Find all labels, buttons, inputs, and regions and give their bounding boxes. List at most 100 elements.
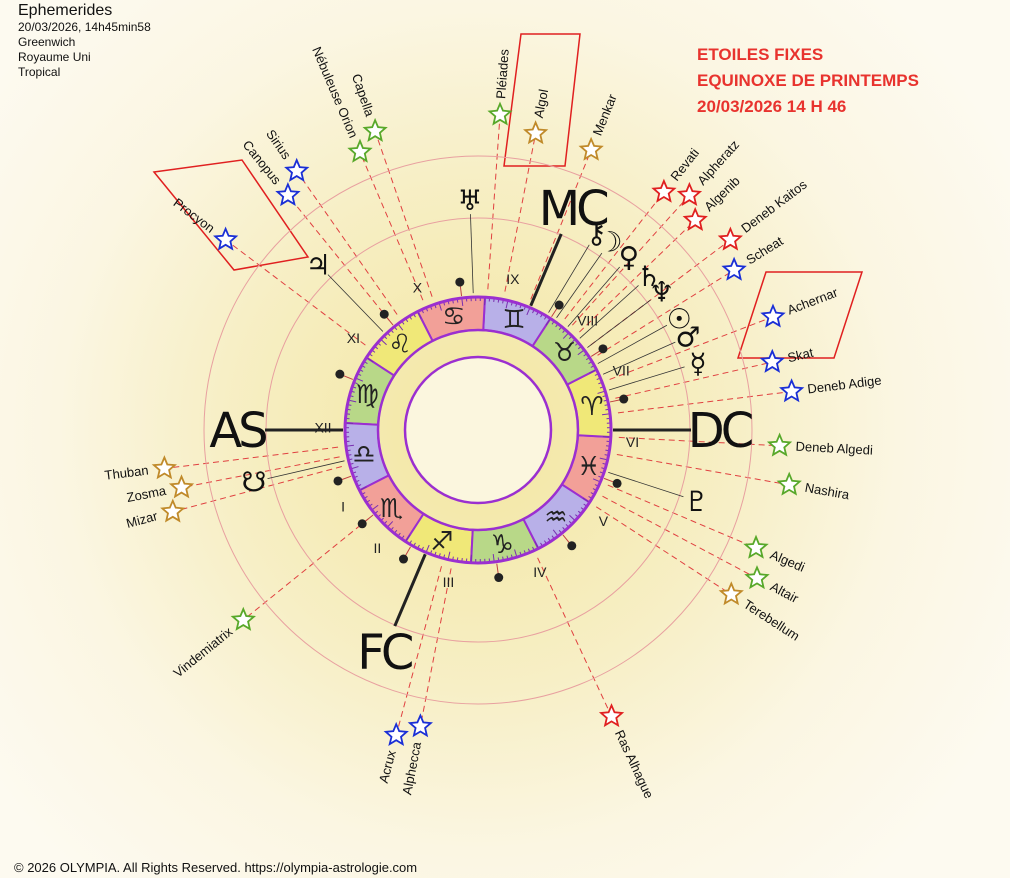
house-number-5: V xyxy=(599,513,609,529)
highlight-box-menkar xyxy=(503,33,581,167)
star-label: Menkar xyxy=(590,91,620,137)
star-line xyxy=(225,239,366,346)
planet-pointer xyxy=(602,341,676,375)
star-label: Capella xyxy=(349,72,378,119)
star-icon xyxy=(284,157,310,182)
star-icon xyxy=(362,117,388,142)
star-label: Skat xyxy=(786,345,815,366)
star-line xyxy=(602,495,758,579)
star-label: Scheat xyxy=(743,233,786,267)
star-icon xyxy=(779,378,805,403)
house-number-7: VII xyxy=(613,363,630,379)
cusp-tick xyxy=(364,514,374,522)
star-line xyxy=(487,114,501,290)
star-icon xyxy=(766,432,793,457)
star-line xyxy=(618,436,780,447)
star-icon xyxy=(759,348,785,373)
cusp-tick xyxy=(609,399,620,403)
star-label: Achernar xyxy=(785,284,840,317)
planet-pointer xyxy=(608,366,685,391)
star-line xyxy=(419,568,452,727)
star-label: Algedi xyxy=(768,547,807,575)
house-number-3: III xyxy=(443,574,455,590)
star-icon xyxy=(523,120,549,145)
star-icon xyxy=(213,226,239,251)
star-icon xyxy=(598,703,625,728)
cusp-tick xyxy=(496,563,499,574)
star-label: Deneb Adige xyxy=(807,373,883,397)
house-number-12: XII xyxy=(314,419,331,435)
wheel-outer-ring xyxy=(343,295,613,565)
star-icon xyxy=(383,721,409,746)
star-icon xyxy=(743,534,769,559)
star-line xyxy=(530,149,592,300)
star-icon xyxy=(275,181,301,207)
cusp-marker xyxy=(554,300,564,310)
cusp-tick xyxy=(603,477,614,483)
star-icon xyxy=(682,206,708,231)
star-icon xyxy=(721,256,747,281)
cusp-marker xyxy=(598,344,608,354)
banner-line-1: ETOILES FIXES xyxy=(697,45,824,64)
star-icon xyxy=(407,713,433,738)
house-number-9: IX xyxy=(506,271,520,287)
star-line xyxy=(504,133,537,292)
pisces-icon: ♓ xyxy=(577,452,600,482)
aries-icon: ♈ xyxy=(580,392,603,422)
highlight-boxes xyxy=(152,33,864,359)
jupiter-icon: ♃ xyxy=(306,249,331,282)
star-icon xyxy=(168,474,195,499)
star-icon xyxy=(718,581,744,606)
venus-icon: ♀ xyxy=(619,240,640,273)
house-number-4: IV xyxy=(533,564,547,580)
star-icon xyxy=(487,101,513,126)
chiron-icon: ⚷ xyxy=(586,217,607,250)
header-zodiac: Tropical xyxy=(18,65,61,79)
cusp-marker xyxy=(335,369,345,379)
virgo-icon: ♍ xyxy=(356,380,379,410)
star-line xyxy=(359,151,424,301)
footer-copyright: © 2026 OLYMPIA. All Rights Reserved. htt… xyxy=(14,860,418,875)
cusp-marker xyxy=(399,554,408,564)
star-label: Ras Alhague xyxy=(612,728,657,801)
star-label: Alphecca xyxy=(399,740,424,796)
star-line xyxy=(607,484,757,549)
star-line xyxy=(537,557,613,717)
south-node-icon: ☋ xyxy=(241,466,266,499)
sagittarius-icon: ♐ xyxy=(430,527,453,557)
star-label: Algol xyxy=(531,88,551,119)
inner-circle xyxy=(403,355,553,505)
uranus-icon: ♅ xyxy=(457,184,482,217)
star-line xyxy=(617,390,792,414)
house-number-1: I xyxy=(341,498,345,514)
cusp-tick xyxy=(343,375,354,380)
star-label: Deneb Algedi xyxy=(795,439,873,458)
cusp-marker xyxy=(567,541,577,551)
capricorn-icon: ♑ xyxy=(491,530,514,560)
star-line xyxy=(595,506,732,595)
cancer-icon: ♋ xyxy=(442,302,465,332)
cusp-tick xyxy=(405,546,411,556)
star-icon xyxy=(744,565,770,590)
star-line xyxy=(296,170,398,315)
star-line xyxy=(616,453,790,486)
star-icon xyxy=(676,181,703,206)
fc-label: FC xyxy=(357,625,412,681)
planet-pointer xyxy=(470,214,474,294)
banner: ETOILES FIXES EQUINOXE DE PRINTEMPS 20/0… xyxy=(697,42,919,120)
star-icon xyxy=(160,498,186,523)
header-title: Ephemerides xyxy=(18,2,113,19)
star-label: Thuban xyxy=(104,463,150,483)
star-label: Deneb Kaitos xyxy=(738,177,810,236)
cusp-marker xyxy=(333,476,343,486)
taurus-icon: ♉ xyxy=(553,338,576,368)
star-line xyxy=(597,269,735,356)
planet-pointer xyxy=(597,324,668,364)
leo-icon: ♌ xyxy=(388,329,411,359)
neptune-icon: ♆ xyxy=(649,276,674,309)
cusp-tick xyxy=(551,308,558,318)
planet-pointer xyxy=(567,266,621,327)
house-number-2: II xyxy=(373,540,381,556)
planet-pointer xyxy=(327,274,384,332)
